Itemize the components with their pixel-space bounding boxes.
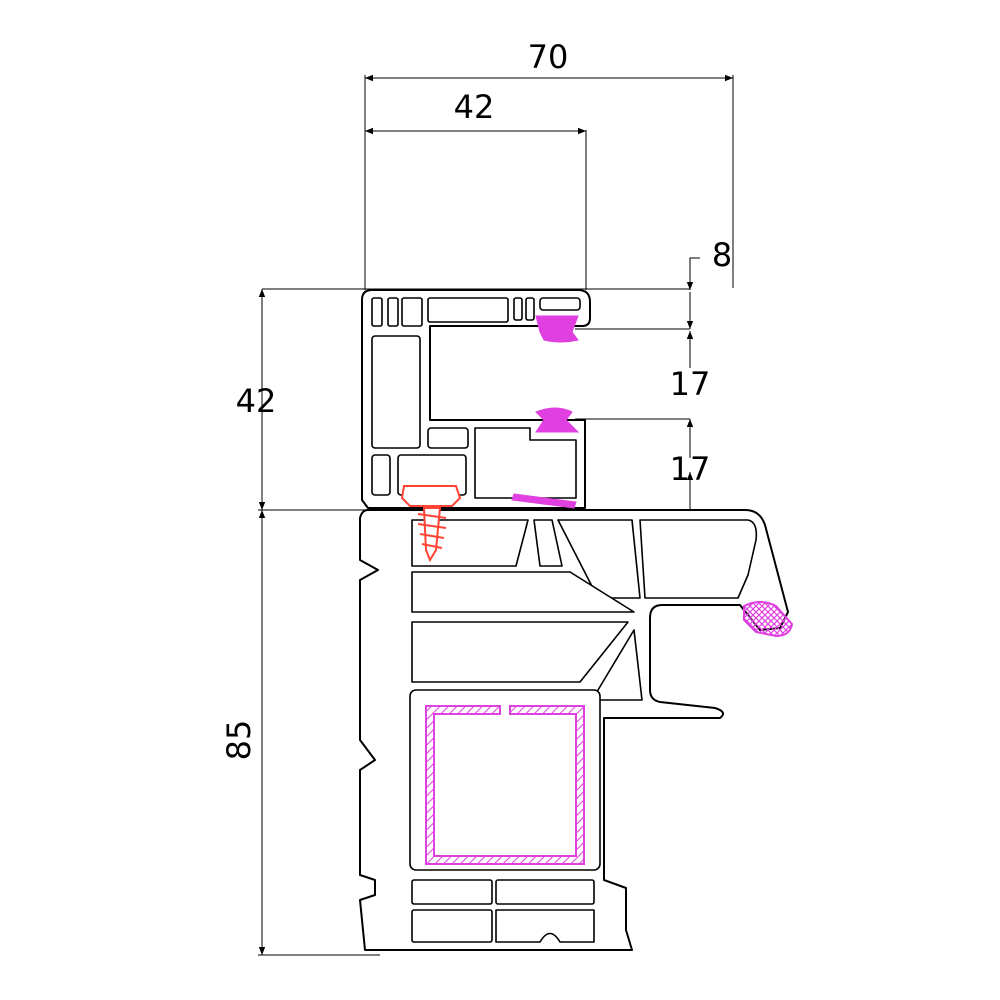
gasket-top [535,315,579,343]
steel-reinforcement [425,705,585,865]
dim-sash-width: 42 [454,88,495,126]
gasket-strip [511,493,577,509]
dim-sash-height: 42 [236,382,277,420]
frame-profile [359,509,789,951]
dim-frame-height: 85 [220,720,258,761]
gasket-outer [743,601,794,638]
dim-offset: 8 [712,236,732,274]
dimension-labels: 70 42 8 17 17 42 85 [220,38,732,760]
dim-gasket-step-1: 17 [670,365,711,403]
gaskets [511,315,794,638]
dim-overall-width: 70 [528,38,569,76]
gasket-middle [535,407,580,433]
dimension-lines [258,74,734,956]
dim-gasket-step-2: 17 [670,450,711,488]
screw-icon [400,485,462,563]
